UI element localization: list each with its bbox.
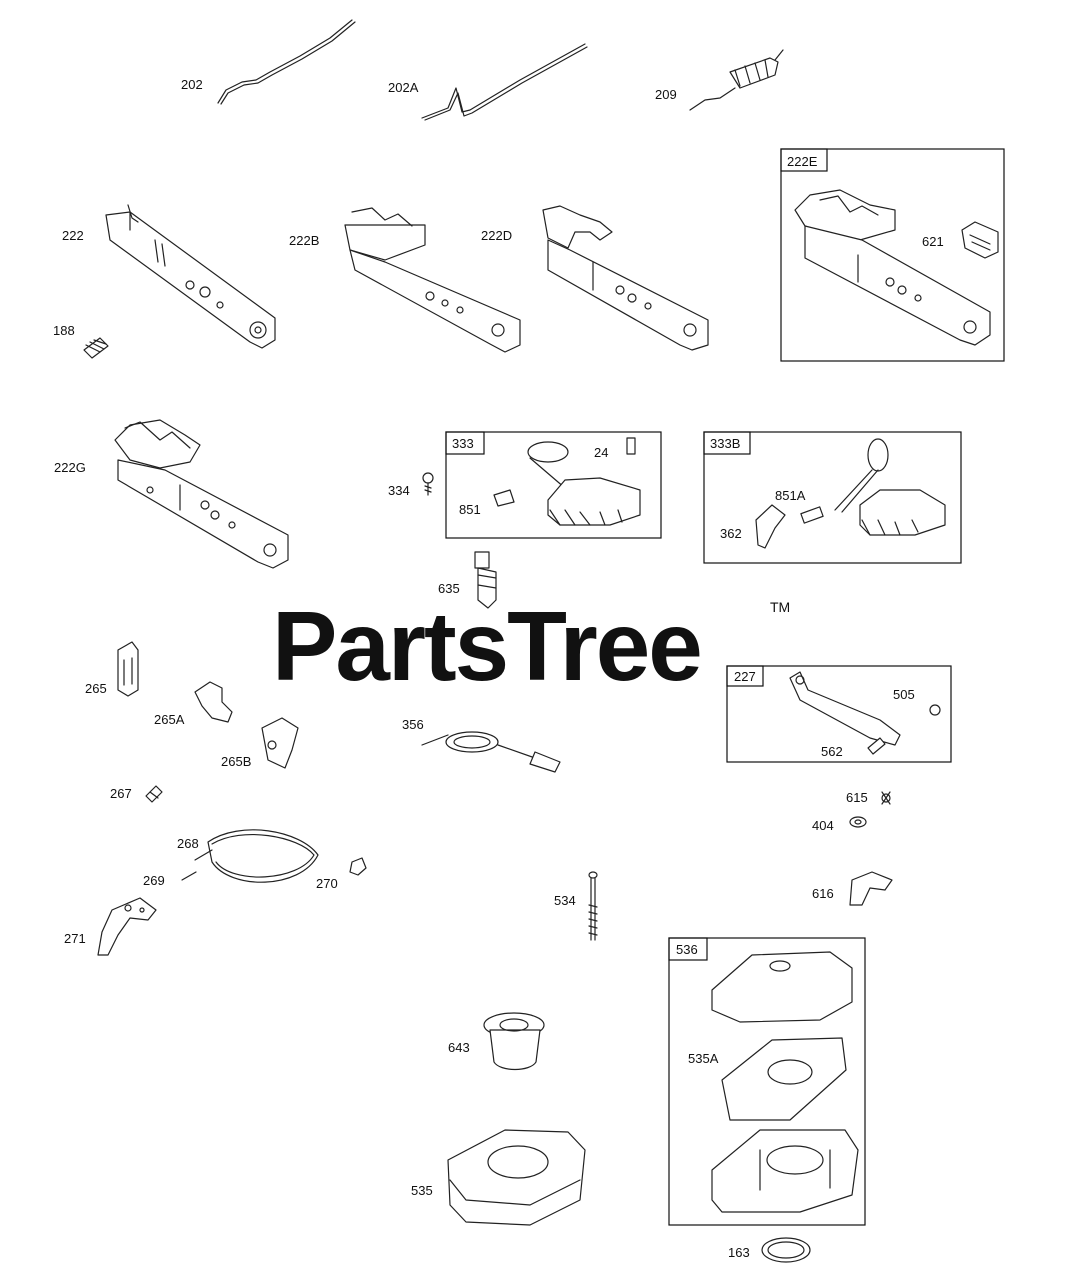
part-621-clip <box>961 221 999 259</box>
label-851: 851 <box>459 502 481 517</box>
group-box-333b <box>703 431 962 564</box>
label-271: 271 <box>64 931 86 946</box>
group-tag-536 <box>668 937 708 961</box>
label-265a: 265A <box>154 712 185 727</box>
label-635: 635 <box>438 581 460 596</box>
part-222d-bracket <box>542 205 709 351</box>
label-265: 265 <box>85 681 107 696</box>
label-222d: 222D <box>481 228 512 243</box>
part-271-lever <box>97 897 157 956</box>
group-box-333 <box>445 431 662 539</box>
label-268: 268 <box>177 836 199 851</box>
label-202a: 202A <box>388 80 419 95</box>
label-534: 534 <box>554 893 576 908</box>
part-404-washer <box>849 816 867 828</box>
part-202-rod <box>217 19 356 105</box>
part-222-bracket <box>105 204 276 349</box>
label-333: 333 <box>452 436 474 451</box>
label-270: 270 <box>316 876 338 891</box>
part-163-seal <box>761 1237 811 1263</box>
label-222e: 222E <box>787 154 818 169</box>
part-562-screw <box>867 737 886 755</box>
label-269: 269 <box>143 873 165 888</box>
part-188-screw <box>83 337 109 359</box>
part-334-screw <box>422 472 434 496</box>
part-222e-bracket <box>794 189 991 346</box>
part-635-fitting <box>474 551 497 609</box>
part-536-base <box>711 1129 859 1213</box>
group-box-222e <box>780 148 1005 362</box>
part-270-nut <box>349 857 367 876</box>
part-265b-link <box>261 717 299 769</box>
label-265b: 265B <box>221 754 251 769</box>
watermark-text: PartsTree <box>272 591 701 701</box>
part-222g-bracket <box>114 419 289 569</box>
part-267-screw <box>145 785 163 803</box>
group-tag-333b <box>703 431 751 455</box>
group-tag-333 <box>445 431 485 455</box>
part-265-clip <box>117 641 139 697</box>
label-163: 163 <box>728 1245 750 1260</box>
part-505-nut <box>929 704 941 716</box>
label-616: 616 <box>812 886 834 901</box>
part-616-elbow <box>849 871 893 906</box>
label-209: 209 <box>655 87 677 102</box>
label-404: 404 <box>812 818 834 833</box>
group-box-536 <box>668 937 866 1226</box>
label-643: 643 <box>448 1040 470 1055</box>
part-333b-ignition <box>755 438 946 549</box>
label-535a: 535A <box>688 1051 719 1066</box>
group-box-227 <box>726 665 952 763</box>
label-615: 615 <box>846 790 868 805</box>
label-851a: 851A <box>775 488 806 503</box>
label-188: 188 <box>53 323 75 338</box>
label-536: 536 <box>676 942 698 957</box>
part-356-spring <box>421 731 561 773</box>
group-tag-222e <box>780 148 828 172</box>
part-643-adapter <box>483 1012 545 1071</box>
part-534-bolt <box>588 871 598 941</box>
part-222b-bracket <box>344 207 521 353</box>
part-227-lever <box>789 671 901 746</box>
label-227: 227 <box>734 669 756 684</box>
label-535: 535 <box>411 1183 433 1198</box>
label-562: 562 <box>821 744 843 759</box>
part-268-cable <box>194 829 319 883</box>
label-505: 505 <box>893 687 915 702</box>
part-269-clip <box>181 871 197 881</box>
label-333b: 333B <box>710 436 740 451</box>
part-333-ignition <box>493 437 641 526</box>
part-615-nut <box>881 791 891 805</box>
label-202: 202 <box>181 77 203 92</box>
label-621: 621 <box>922 234 944 249</box>
part-265a-link <box>194 681 233 723</box>
watermark-trademark: TM <box>770 599 790 615</box>
part-535a-filter <box>721 1037 847 1121</box>
label-356: 356 <box>402 717 424 732</box>
part-535-filter <box>447 1129 586 1226</box>
label-362: 362 <box>720 526 742 541</box>
part-209-linkage <box>689 49 784 111</box>
label-24: 24 <box>594 445 608 460</box>
group-tag-227 <box>726 665 764 687</box>
label-222b: 222B <box>289 233 319 248</box>
part-202a-rod <box>421 43 588 121</box>
label-267: 267 <box>110 786 132 801</box>
label-334: 334 <box>388 483 410 498</box>
part-536-cover <box>711 951 853 1023</box>
label-222g: 222G <box>54 460 86 475</box>
label-222: 222 <box>62 228 84 243</box>
